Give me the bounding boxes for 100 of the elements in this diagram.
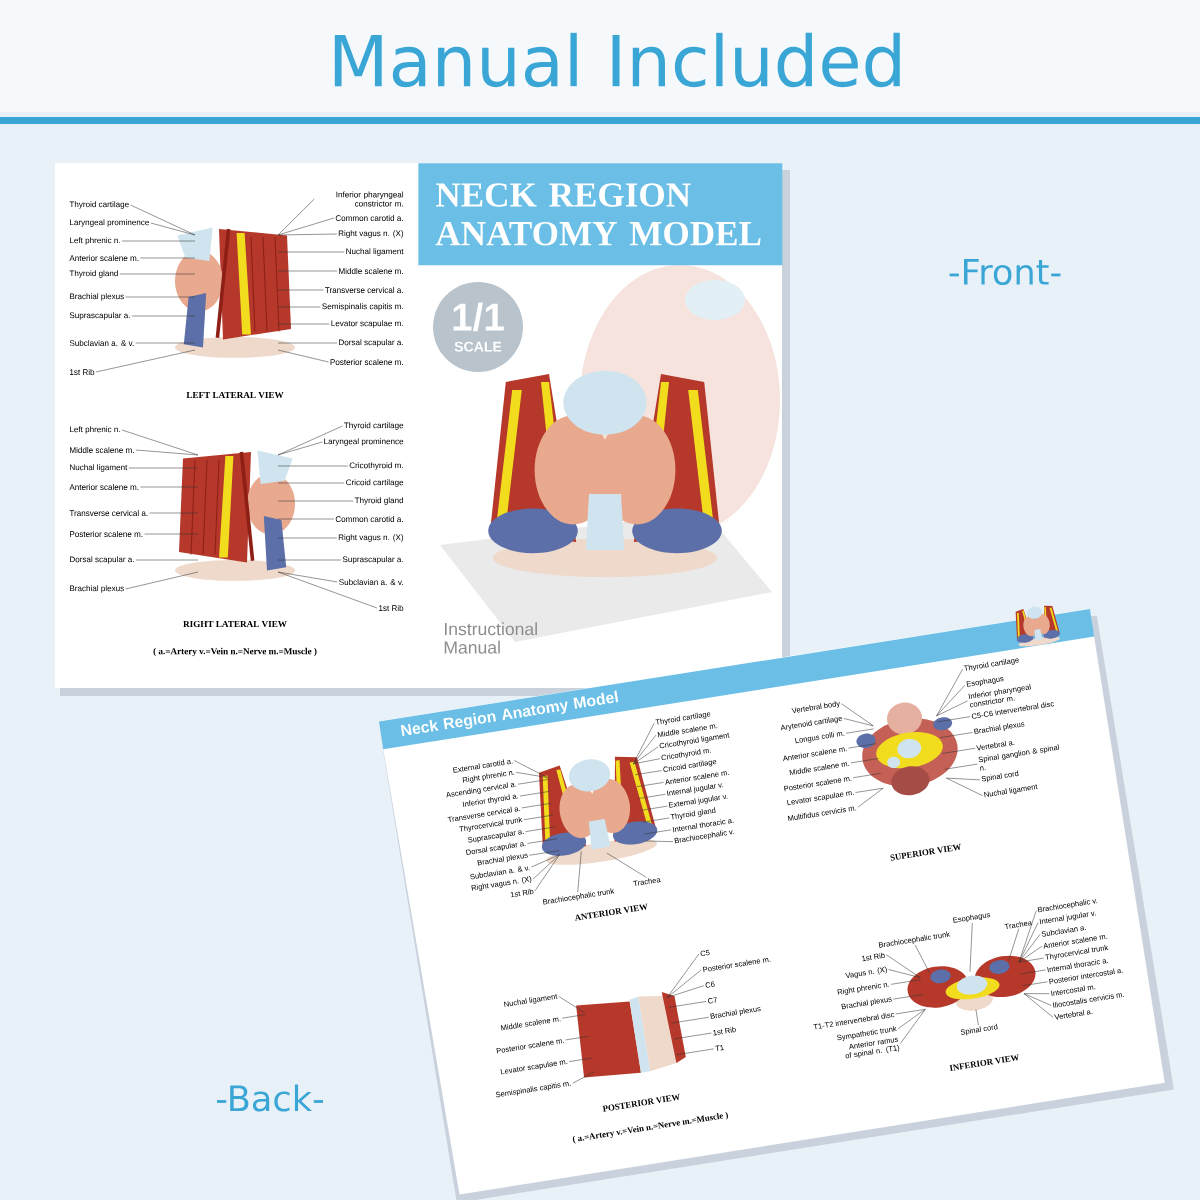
- leader-line: [897, 1009, 926, 1030]
- leader-line: [895, 1009, 926, 1015]
- leader-line: [944, 763, 978, 770]
- part-label: Middle scalene m.: [70, 447, 134, 453]
- leader-line: [850, 758, 879, 764]
- part-label: Left phrenic n.: [70, 426, 120, 434]
- leader-line: [277, 306, 321, 308]
- leader-line: [642, 817, 670, 823]
- part-label: Common carotid a.: [335, 215, 403, 221]
- leader-line: [1020, 969, 1046, 975]
- leader-line: [852, 773, 882, 778]
- leader-line: [936, 684, 966, 717]
- leader-line: [572, 1071, 595, 1084]
- part-label: Laryngeal prominence: [324, 438, 404, 446]
- neck-model-drawing: [856, 702, 958, 796]
- part-label: Left phrenic n.: [70, 237, 120, 245]
- leader-line: [936, 700, 968, 717]
- side-label: -Front-: [949, 258, 1061, 286]
- abbreviation-key: ( a.=Artery v.=Vein n.=Nerve m.=Muscle ): [572, 1111, 728, 1144]
- leader-line: [277, 349, 329, 363]
- leader-line: [638, 794, 666, 799]
- leader-line: [149, 512, 199, 514]
- part-label: Suprascapular a.: [342, 556, 403, 564]
- part-label: Laryngeal prominence: [70, 219, 149, 227]
- leader-line: [1018, 910, 1037, 963]
- leader-line: [848, 743, 877, 749]
- leader-line: [527, 838, 558, 844]
- part-label: Posterior scalene m.: [70, 531, 143, 537]
- leader-line: [140, 257, 196, 259]
- leader-line: [939, 732, 973, 738]
- leader-line: [517, 779, 548, 785]
- leader-line: [95, 349, 196, 373]
- leader-line: [914, 944, 930, 974]
- leader-line: [532, 854, 560, 880]
- view-caption: INFERIOR VIEW: [949, 1054, 1019, 1071]
- leader-line: [277, 500, 354, 502]
- leader-line: [277, 270, 338, 272]
- leader-line: [525, 826, 556, 832]
- leader-line: [890, 979, 921, 985]
- part-label: Cricoid cartilage: [346, 479, 404, 487]
- leader-line: [128, 467, 199, 469]
- leader-line: [667, 969, 702, 998]
- leader-line: [515, 772, 548, 778]
- leader-line: [521, 802, 552, 809]
- leader-line: [277, 441, 323, 456]
- leader-line: [277, 342, 338, 344]
- part-label: Suprascapular a.: [69, 312, 130, 320]
- part-label: Brachial plexus: [70, 585, 124, 593]
- leader-line: [606, 852, 647, 878]
- leader-line: [565, 1036, 589, 1041]
- neck-model-drawing: [907, 955, 1036, 1011]
- leader-line: [633, 758, 661, 765]
- view-caption: SUPERIOR VIEW: [890, 843, 961, 861]
- leader-line: [131, 315, 196, 317]
- leader-line: [135, 559, 199, 561]
- leader-line: [514, 760, 548, 778]
- part-label: Dorsal scapular a.: [70, 556, 134, 564]
- part-label: Dorsal scapular a.: [339, 339, 403, 347]
- leader-line: [121, 429, 199, 456]
- leader-line: [277, 198, 315, 236]
- leader-line: [277, 482, 345, 484]
- leader-line: [640, 805, 668, 811]
- part-label: 1st Rib: [379, 605, 404, 611]
- part-label: Middle scalene m.: [339, 268, 403, 274]
- leader-line: [277, 537, 338, 539]
- leader-line: [644, 829, 672, 835]
- leader-line: [519, 791, 550, 797]
- leader-line: [530, 854, 560, 868]
- leader-line: [568, 1057, 593, 1062]
- part-label: Right vagus n. (X): [338, 230, 404, 238]
- leader-line: [577, 850, 582, 893]
- leader-line: [667, 985, 705, 998]
- leader-line: [561, 1014, 586, 1019]
- part-label: Posterior scalene m.: [330, 359, 403, 365]
- part-label: Subclavian a. & v.: [69, 340, 134, 346]
- neck-model-drawing: [576, 992, 686, 1078]
- leader-line: [942, 748, 976, 754]
- part-label: Transverse cervical a.: [69, 510, 148, 516]
- leader-line: [969, 922, 973, 973]
- leader-line: [1018, 957, 1044, 963]
- part-label: Thyroid gland: [354, 497, 404, 505]
- leader-line: [277, 559, 342, 561]
- leader-line: [845, 728, 875, 734]
- leader-line: [633, 722, 655, 765]
- neck-model-drawing: [538, 756, 658, 865]
- part-label: Levator scapulae m.: [331, 320, 403, 328]
- leader-line: [636, 782, 664, 787]
- part-label: Thyroid cartilage: [69, 201, 129, 209]
- leader-line: [140, 486, 199, 488]
- leader-line: [1018, 946, 1043, 963]
- leader-line: [125, 296, 196, 298]
- leader-line: [121, 240, 196, 242]
- leader-line: [888, 969, 921, 978]
- part-label: Thyroid cartilage: [344, 422, 404, 430]
- leader-line: [277, 571, 378, 609]
- leader-line: [975, 1009, 979, 1026]
- part-label: Transverse cervical a.: [325, 287, 403, 293]
- leader-line: [900, 1009, 926, 1044]
- side-label: -Back-: [217, 1084, 324, 1112]
- leader-line: [937, 716, 971, 723]
